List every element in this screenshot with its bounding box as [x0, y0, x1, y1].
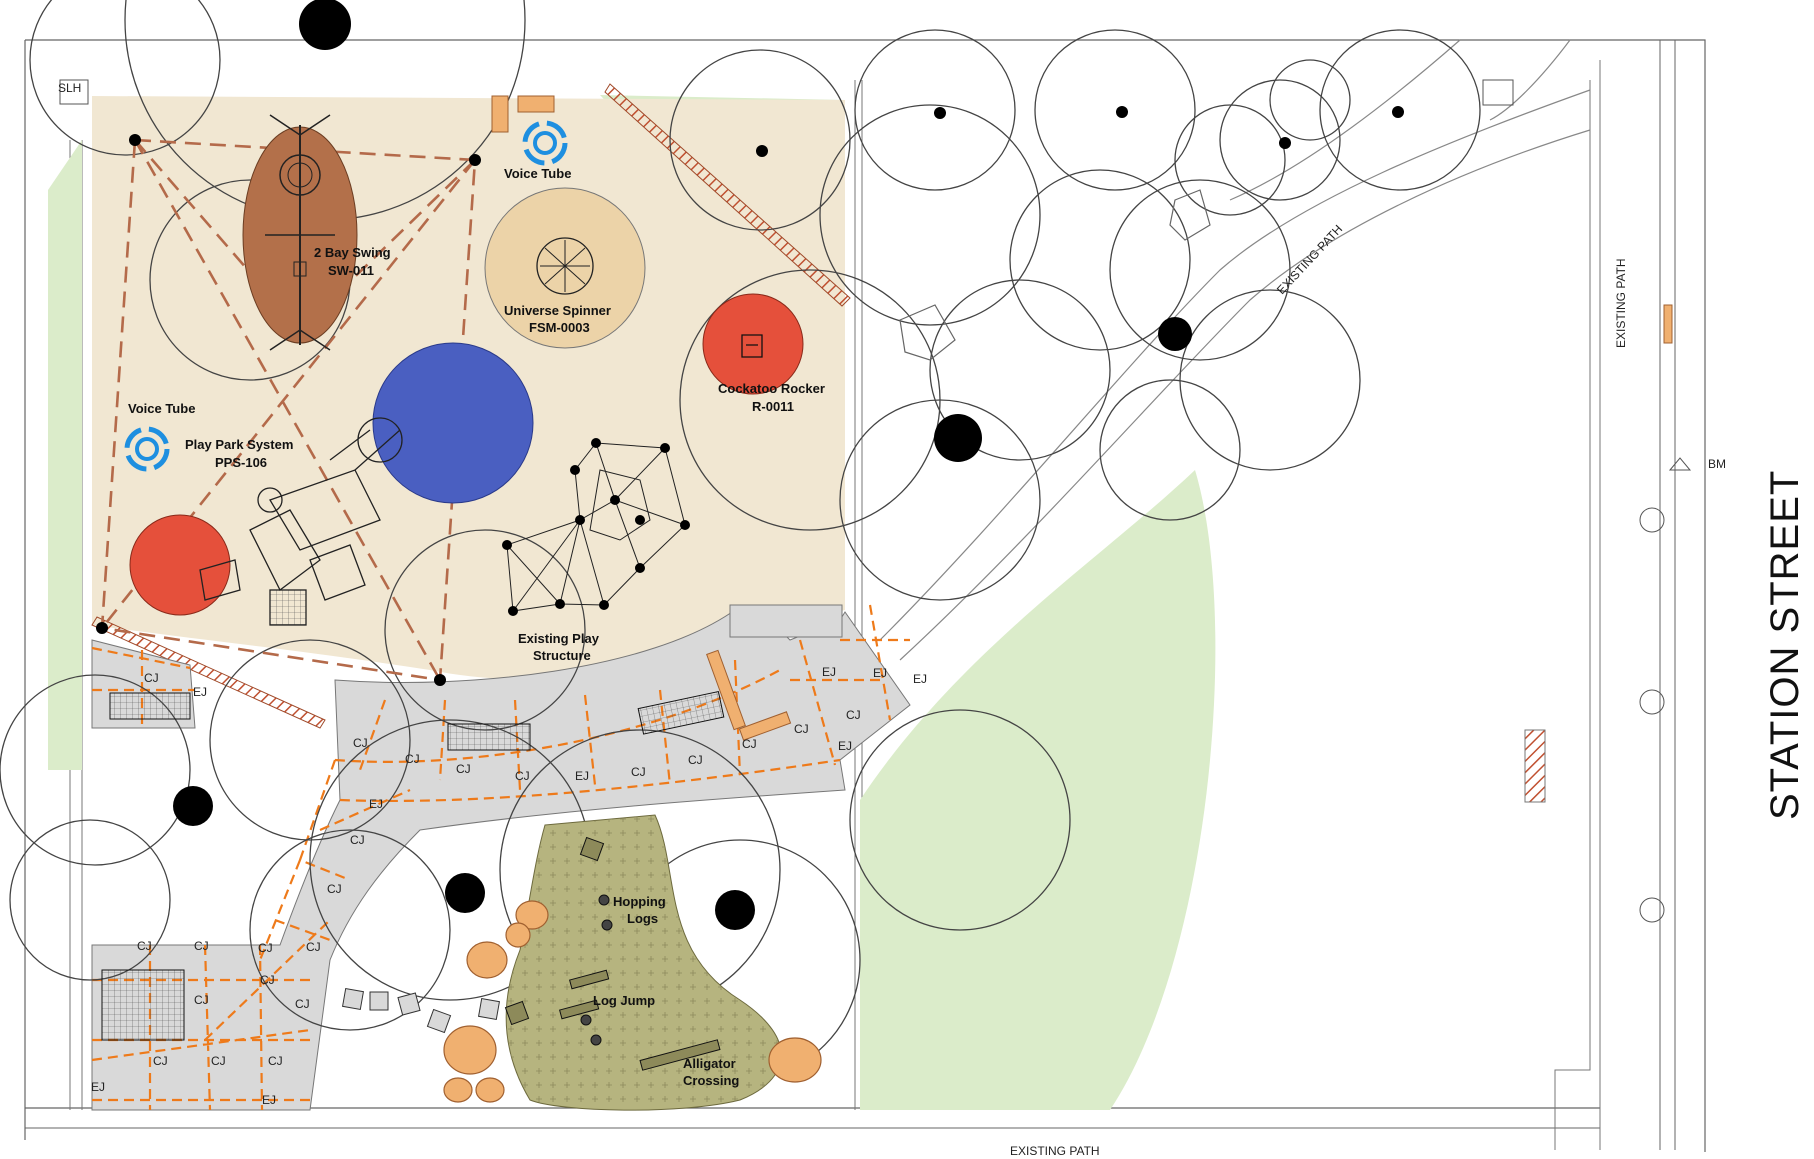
- existing-play-structure: [502, 438, 690, 616]
- tree-trunks: [173, 0, 1404, 930]
- joint-label: EJ: [91, 1080, 105, 1094]
- joint-label: EJ: [822, 665, 836, 679]
- joint-label: CJ: [794, 722, 809, 736]
- existing-path-side: EXISTING PATH: [1614, 258, 1628, 348]
- joint-label: CJ: [846, 708, 861, 722]
- joint-label: EJ: [838, 739, 852, 753]
- existing-paths: [879, 39, 1591, 661]
- hatched-edges: [91, 83, 851, 729]
- joint-label: CJ: [258, 941, 273, 955]
- joint-label: CJ: [631, 765, 646, 779]
- joint-label: CJ: [456, 762, 471, 776]
- slide-pad: [372, 342, 534, 504]
- joint-label: CJ: [405, 752, 420, 766]
- joint-label: CJ: [742, 737, 757, 751]
- joint-label: CJ: [153, 1054, 168, 1068]
- joint-label: CJ: [688, 753, 703, 767]
- joint-label: EJ: [369, 797, 383, 811]
- hopping-logs-label: Hopping: [613, 894, 666, 909]
- street-furniture: [59, 79, 1692, 923]
- plan-labels: Voice Tube Voice Tube 2 Bay Swing SW-011…: [58, 81, 1807, 1158]
- boulders: [443, 900, 822, 1103]
- existing-path-bottom: EXISTING PATH: [1010, 1144, 1100, 1158]
- joint-label: EJ: [193, 685, 207, 699]
- play-park-structure: [199, 417, 403, 626]
- joint-labels: CJ EJ CJ CJ CJ CJ EJ CJ CJ CJ CJ CJ EJ E…: [91, 665, 927, 1107]
- timber-edging: [706, 304, 1673, 741]
- tree-canopies: [0, 0, 1481, 1081]
- voice-tube-icon: [491, 95, 568, 166]
- play-park-code: PPS-106: [215, 455, 267, 470]
- joint-label: CJ: [194, 993, 209, 1007]
- joint-label: CJ: [306, 940, 321, 954]
- joint-lines: [91, 604, 910, 1111]
- slh-label: SLH: [58, 81, 81, 95]
- voice-tube-icon: [124, 426, 170, 472]
- hopping-logs-label-2: Logs: [627, 911, 658, 926]
- voice-tube-label-left: Voice Tube: [128, 401, 195, 416]
- red-pad: [129, 514, 231, 616]
- play-park-label: Play Park System: [185, 437, 293, 452]
- swing-code: SW-011: [328, 263, 374, 278]
- spinner-code: FSM-0003: [529, 320, 590, 335]
- stepping-stones: [341, 987, 501, 1034]
- joint-label: CJ: [194, 939, 209, 953]
- spinner-label: Universe Spinner: [504, 303, 611, 318]
- voice-tube-label-top: Voice Tube: [504, 166, 571, 181]
- joint-label: EJ: [873, 666, 887, 680]
- sandpit-texture: [506, 815, 782, 1111]
- joint-label: CJ: [353, 736, 368, 750]
- bm-label: BM: [1708, 457, 1726, 471]
- joint-label: CJ: [327, 882, 342, 896]
- log-jump-label: Log Jump: [593, 993, 655, 1008]
- rocker-code: R-0011: [752, 399, 794, 414]
- joint-label: CJ: [515, 769, 530, 783]
- joint-label: CJ: [137, 939, 152, 953]
- joint-label: CJ: [144, 671, 159, 685]
- rocks: [899, 189, 1211, 361]
- sandpit-elements: [504, 836, 721, 1071]
- joint-label: CJ: [211, 1054, 226, 1068]
- alligator-label-2: Crossing: [683, 1073, 739, 1088]
- existing-path-diagonal: EXISTING PATH: [1274, 222, 1345, 297]
- rocker-pad: [702, 293, 804, 395]
- existing-structure-label-2: Structure: [533, 648, 591, 663]
- joint-label: EJ: [262, 1093, 276, 1107]
- joint-label: CJ: [295, 997, 310, 1011]
- joint-label: CJ: [260, 973, 275, 987]
- joint-label: CJ: [350, 833, 365, 847]
- benches: [101, 690, 725, 1041]
- joint-label: CJ: [268, 1054, 283, 1068]
- swing-label: 2 Bay Swing: [314, 245, 391, 260]
- swing: [242, 114, 358, 351]
- spinner: [484, 187, 646, 349]
- rope-lines: [96, 134, 481, 686]
- joint-label: EJ: [575, 769, 589, 783]
- station-street-label: STATION STREET: [1763, 470, 1807, 820]
- joint-label: EJ: [913, 672, 927, 686]
- alligator-label: Alligator: [683, 1056, 736, 1071]
- existing-structure-label: Existing Play: [518, 631, 600, 646]
- rocker-label: Cockatoo Rocker: [718, 381, 825, 396]
